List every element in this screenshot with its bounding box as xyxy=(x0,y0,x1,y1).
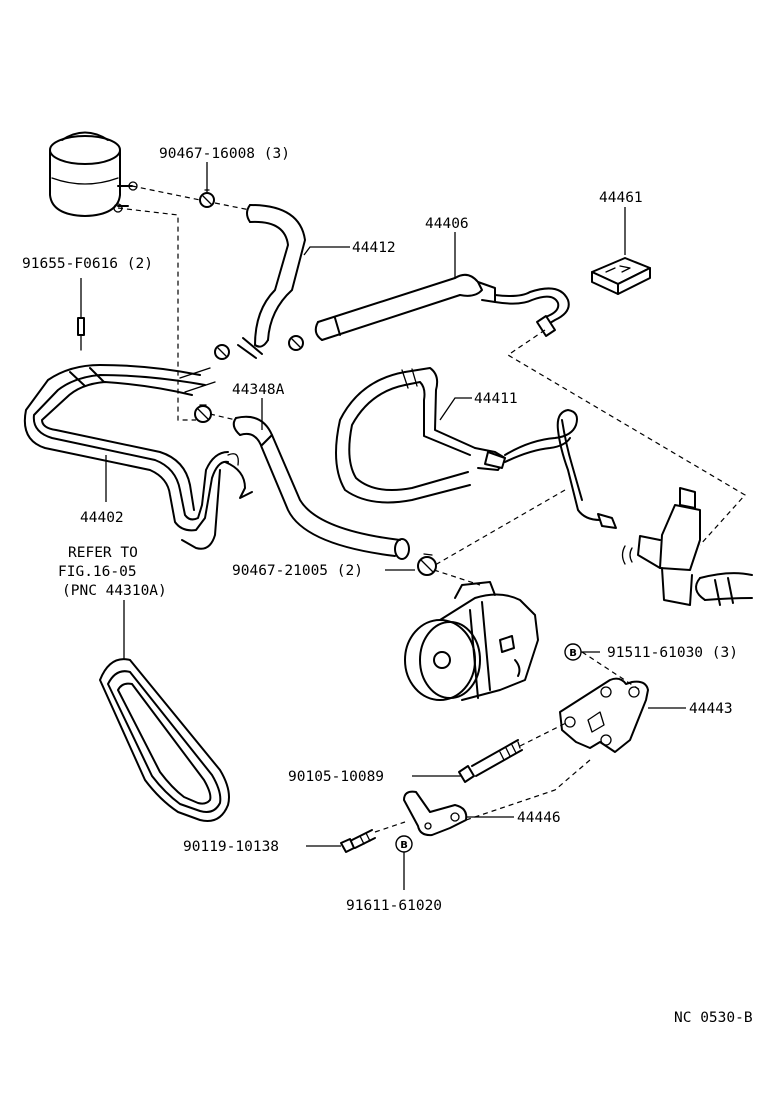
label-suction-hose: 44348A xyxy=(232,382,285,398)
bolt-mark-badge: B xyxy=(395,835,413,853)
leader-lines xyxy=(80,162,686,890)
drive-belt xyxy=(99,658,230,822)
figure-code: NC 0530-B xyxy=(674,1010,753,1026)
label-cooler-tube: 44402 xyxy=(80,510,124,526)
label-bolt-bracket: 91511-61030 (3) xyxy=(607,645,738,661)
label-return-tube: 44411 xyxy=(474,391,518,407)
label-clip-small: 90467-16008 (3) xyxy=(159,146,290,162)
long-bolt xyxy=(458,739,523,783)
label-refer-line1: REFER TO xyxy=(68,545,138,561)
label-stay-bracket: 44446 xyxy=(517,810,561,826)
steering-gear xyxy=(621,487,753,606)
suction-hose xyxy=(232,415,410,560)
label-refer-line3: (PNC 44310A) xyxy=(62,583,167,599)
label-return-hose: 44412 xyxy=(352,240,396,256)
label-cover-clip: 44461 xyxy=(599,190,643,206)
label-pressure-hose: 44406 xyxy=(425,216,469,232)
label-refer-line2: FIG.16-05 xyxy=(58,564,137,580)
pump-bracket xyxy=(559,677,649,753)
small-hose-clip xyxy=(199,189,215,208)
small-hose-clip xyxy=(214,344,230,360)
badge-letter: B xyxy=(569,648,577,659)
pressure-hose xyxy=(314,273,570,341)
small-hose-clip xyxy=(288,335,304,351)
label-clip-large: 90467-21005 (2) xyxy=(232,563,363,579)
cover-clip xyxy=(591,257,651,295)
label-clamp-bolt: 91655-F0616 (2) xyxy=(22,256,153,272)
label-stay-bolt: 90119-10138 xyxy=(183,839,279,855)
reservoir-tank xyxy=(49,131,138,217)
clamp-bolt xyxy=(77,317,85,351)
power-steering-pump xyxy=(404,581,539,701)
return-hose xyxy=(237,204,306,359)
large-hose-clip xyxy=(417,553,437,576)
label-bolt-b: 91611-61020 xyxy=(346,898,442,914)
label-pump-bracket: 44443 xyxy=(689,701,733,717)
return-tube xyxy=(335,367,617,529)
stay-bracket xyxy=(403,790,468,837)
stay-bolt xyxy=(340,829,376,853)
label-long-bolt: 90105-10089 xyxy=(288,769,384,785)
cooler-tube xyxy=(23,364,253,550)
reference-lines xyxy=(117,185,746,833)
badge-letter: B xyxy=(400,840,408,851)
large-hose-clip xyxy=(194,404,212,423)
bolt-mark-badge: B xyxy=(564,643,582,661)
